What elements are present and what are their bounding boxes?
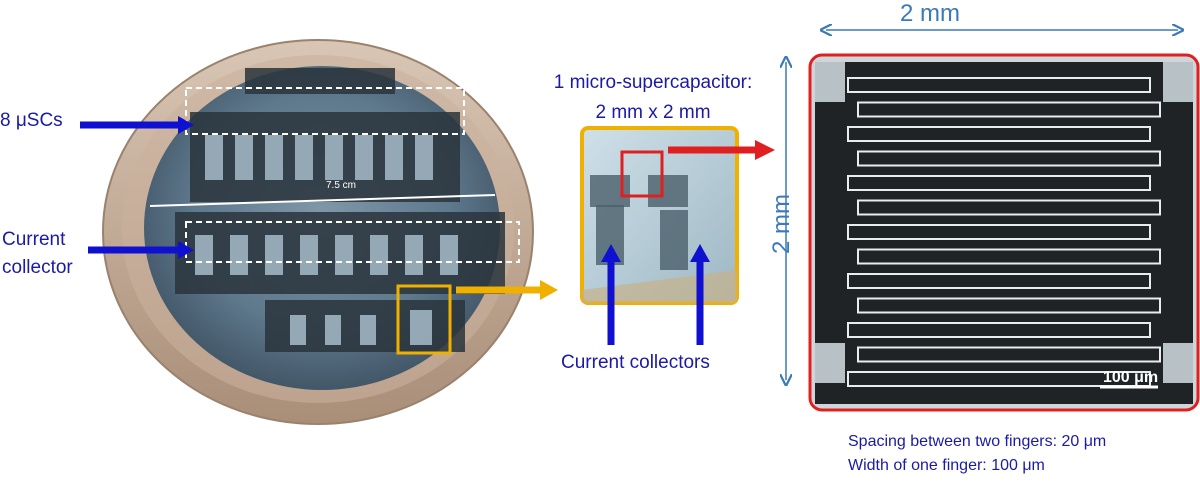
electrode-finger [847, 77, 1151, 93]
label-scale-bar: 100 μm [1103, 369, 1159, 386]
electrode-finger [857, 248, 1161, 265]
electrode-finger [847, 175, 1151, 191]
electrode-finger [857, 101, 1161, 118]
interdigitated-micrograph [808, 53, 1200, 412]
label-current-line2: collector [2, 257, 73, 278]
electrode-finger [847, 371, 1151, 387]
label-current-collectors: Current collectors [561, 352, 710, 373]
zoom-photo [580, 126, 739, 305]
electrode-finger [857, 150, 1161, 167]
label-micro-line2: 2 mm x 2 mm [595, 102, 711, 123]
label-micro-supercapacitor: 1 micro-supercapacitor: 2 mm x 2 mm [533, 68, 773, 128]
electrode-finger [847, 224, 1151, 240]
label-micro-line1: 1 micro-supercapacitor: [553, 72, 753, 93]
label-wafer-width: 7.5 cm [326, 180, 357, 191]
electrode-finger [857, 297, 1161, 314]
label-dim-side: 2 mm [768, 194, 795, 254]
label-8-uscs: 8 μSCs [0, 110, 63, 131]
electrode-finger [857, 346, 1161, 363]
label-spacing: Spacing between two fingers: 20 μm [848, 433, 1107, 450]
electrode-finger [847, 126, 1151, 142]
label-finger-width: Width of one finger: 100 μm [848, 457, 1045, 474]
electrode-finger [847, 322, 1151, 338]
label-current-collector: Current collector [2, 226, 73, 282]
label-specs: Spacing between two fingers: 20 μm Width… [848, 430, 1106, 478]
electrode-finger [857, 199, 1161, 216]
label-current-line1: Current [2, 229, 66, 250]
electrode-finger [847, 273, 1151, 289]
label-dim-top: 2 mm [900, 0, 960, 27]
wafer-photo [102, 39, 534, 425]
